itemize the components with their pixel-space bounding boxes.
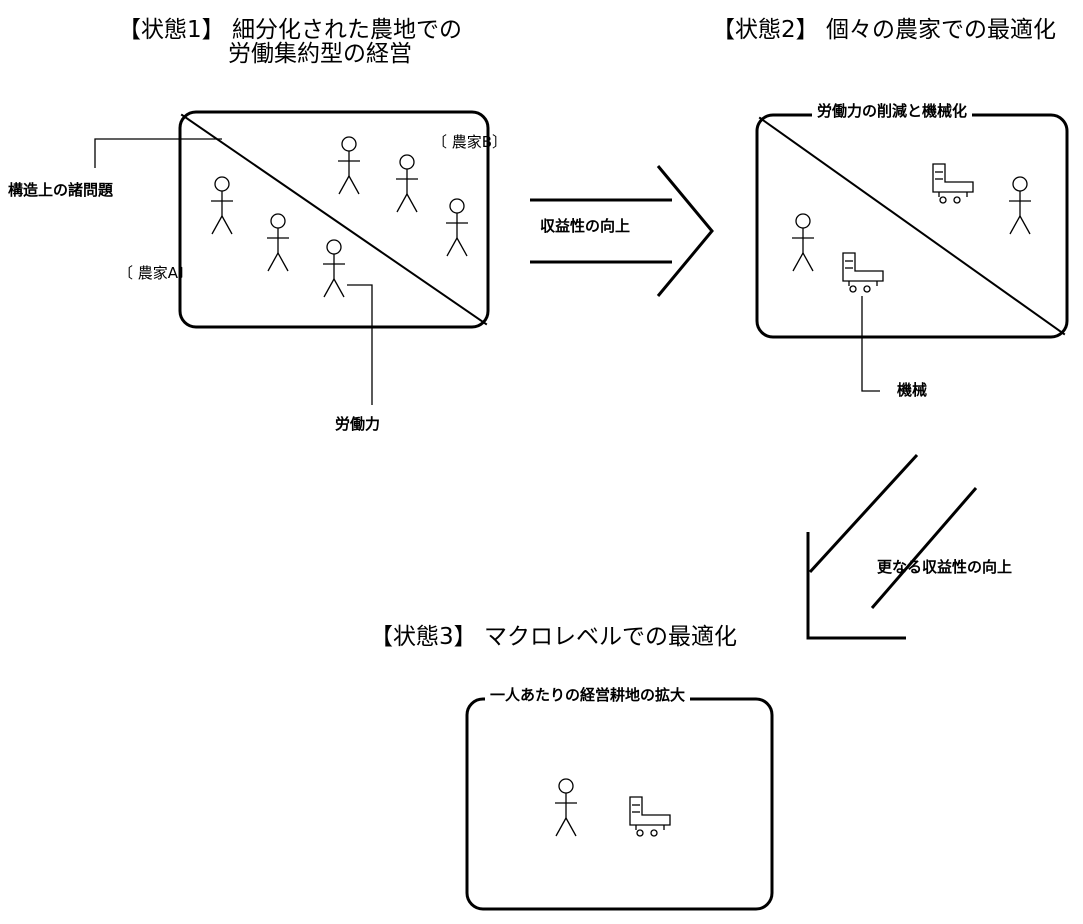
structural-issues-label: 構造上の諸問題 — [8, 181, 114, 199]
structural-issues-leader — [94, 138, 222, 168]
tractor-icon — [629, 796, 671, 837]
farmer-a-label: 〔 農家A〕 — [118, 264, 194, 282]
state1-farmer-b-people — [337, 136, 469, 257]
farmer-b-label: 〔 農家B〕 — [432, 133, 508, 151]
stick-figure-icon — [554, 778, 578, 837]
labor-label: 労働力 — [335, 415, 381, 433]
state1-farmer-a-people — [210, 176, 346, 298]
stick-figure-icon — [395, 154, 419, 213]
arrow-right — [530, 165, 714, 297]
stick-figure-icon — [322, 239, 346, 298]
labor-leader — [347, 284, 373, 405]
state2-contents — [791, 163, 1032, 293]
stick-figure-icon — [1008, 176, 1032, 235]
stick-figure-icon — [266, 213, 290, 272]
state3-contents — [554, 778, 671, 837]
state2-title: 【状態2】 個々の農家での最適化 — [712, 17, 1056, 43]
state3-title: 【状態3】 マクロレベルでの最適化 — [370, 624, 737, 650]
machine-leader — [861, 296, 880, 392]
state3-frame-caption: 一人あたりの経営耕地の拡大 — [485, 687, 691, 704]
state1-title-line2: 労働集約型の経営 — [228, 41, 412, 67]
arrow1-label: 収益性の向上 — [540, 217, 631, 235]
state2-frame-caption: 労働力の削減と機械化 — [812, 103, 973, 120]
stick-figure-icon — [337, 136, 361, 195]
arrow-down-left — [806, 453, 978, 640]
arrow2-label: 更なる収益性の向上 — [877, 558, 1013, 576]
state1-frame — [178, 110, 490, 329]
tractor-icon — [842, 252, 884, 293]
tractor-icon — [932, 163, 974, 204]
state3-frame — [465, 697, 774, 911]
machine-label: 機械 — [897, 381, 928, 399]
state2-frame — [755, 113, 1069, 339]
stick-figure-icon — [445, 198, 469, 257]
stick-figure-icon — [210, 176, 234, 235]
state1-title-line1: 【状態1】 細分化された農地での — [118, 17, 462, 43]
stick-figure-icon — [791, 213, 815, 272]
